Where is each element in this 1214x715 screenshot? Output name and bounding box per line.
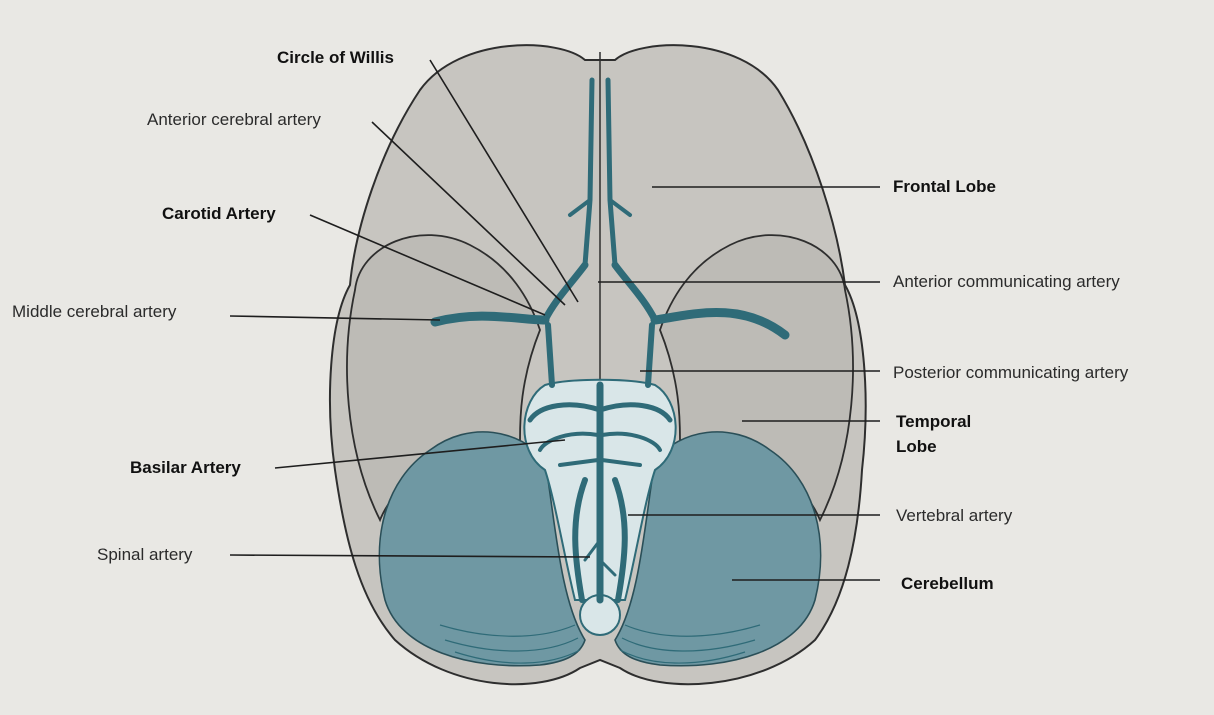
- label-circle-of-willis: Circle of Willis: [277, 48, 394, 68]
- label-temporal-lobe-line2: Lobe: [896, 437, 937, 457]
- label-carotid-artery: Carotid Artery: [162, 204, 276, 224]
- label-anterior-communicating-artery: Anterior communicating artery: [893, 272, 1120, 292]
- label-middle-cerebral-artery: Middle cerebral artery: [12, 302, 176, 322]
- label-spinal-artery: Spinal artery: [97, 545, 192, 565]
- label-anterior-cerebral-artery: Anterior cerebral artery: [147, 110, 321, 130]
- label-posterior-communicating-artery: Posterior communicating artery: [893, 363, 1128, 383]
- label-basilar-artery: Basilar Artery: [130, 458, 241, 478]
- label-cerebellum: Cerebellum: [901, 574, 994, 594]
- label-temporal-lobe-line1: Temporal: [896, 412, 971, 432]
- label-vertebral-artery: Vertebral artery: [896, 506, 1012, 526]
- label-frontal-lobe: Frontal Lobe: [893, 177, 996, 197]
